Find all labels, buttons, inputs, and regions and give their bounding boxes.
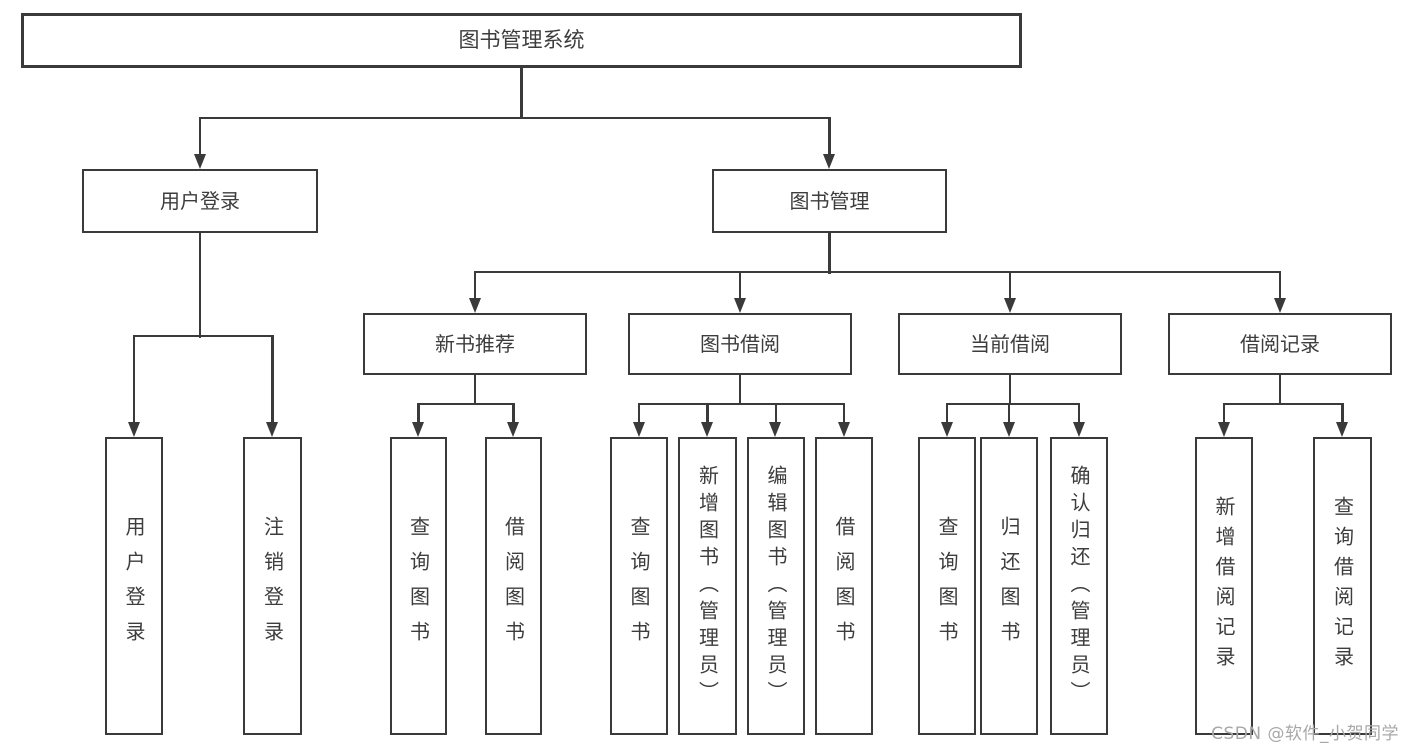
arrow-down-icon (468, 298, 481, 313)
leaf-return-book: 归还图书 (980, 437, 1038, 735)
arrow-stem (512, 402, 515, 424)
arrow-down-icon (412, 422, 424, 437)
leaf-logout: 注销登录 (243, 437, 302, 735)
connector-line (520, 67, 523, 119)
arrow-stem (132, 334, 136, 424)
leaf-query-books-borrow: 查询图书 (610, 437, 668, 735)
arrow-down-icon (1003, 298, 1016, 313)
connector-line (473, 270, 1282, 274)
arrow-stem (417, 402, 420, 424)
arrow-stem (828, 116, 831, 156)
arrow-stem (1077, 402, 1081, 424)
arrow-stem (1278, 270, 1282, 300)
leaf-query-books-newbook: 查询图书 (390, 437, 447, 735)
leaf-edit-book-admin: 编辑图书（管理员） (747, 437, 805, 735)
arrow-down-icon (837, 422, 850, 437)
leaf-borrow-books-newbook: 借阅图书 (485, 437, 542, 735)
node-user-login: 用户登录 (82, 169, 318, 233)
arrow-stem (198, 116, 202, 156)
arrow-stem (1222, 402, 1226, 424)
connector-line (738, 375, 742, 405)
arrow-down-icon (1336, 422, 1348, 437)
connector-line (198, 116, 832, 120)
connector-line (198, 233, 202, 338)
arrow-down-icon (1217, 422, 1230, 437)
arrow-down-icon (266, 422, 278, 437)
leaf-borrow-books-borrow: 借阅图书 (815, 437, 873, 735)
connector-line (473, 375, 477, 405)
leaf-add-borrow-record: 新增借阅记录 (1195, 437, 1253, 735)
connector-line (637, 402, 846, 406)
arrow-stem (1007, 402, 1011, 424)
leaf-query-books-current: 查询图书 (918, 437, 976, 735)
node-borrowing-records: 借阅记录 (1168, 313, 1392, 375)
connector-line (132, 334, 274, 338)
arrow-down-icon (1273, 298, 1286, 313)
watermark: CSDN @软件_小贺同学 (1211, 724, 1399, 744)
arrow-stem (473, 270, 477, 300)
node-book-borrowing: 图书借阅 (628, 313, 852, 375)
arrow-down-icon (701, 422, 713, 437)
arrow-stem (945, 402, 949, 424)
node-current-borrowing: 当前借阅 (898, 313, 1122, 375)
arrow-down-icon (127, 422, 140, 437)
arrow-down-icon (733, 298, 746, 313)
node-library-management-system: 图书管理系统 (21, 13, 1022, 68)
arrow-down-icon (823, 154, 835, 169)
arrow-down-icon (1072, 422, 1085, 437)
arrow-stem (738, 270, 742, 300)
arrow-stem (774, 402, 778, 424)
arrow-stem (637, 402, 641, 424)
arrow-down-icon (507, 422, 519, 437)
leaf-user-login: 用户登录 (105, 437, 163, 735)
arrow-stem (842, 402, 846, 424)
connector-line (417, 402, 515, 406)
arrow-stem (1341, 402, 1344, 424)
arrow-stem (1008, 270, 1012, 300)
arrow-stem (706, 402, 709, 424)
node-new-book-recommend: 新书推荐 (363, 313, 587, 375)
leaf-query-borrow-record: 查询借阅记录 (1313, 437, 1372, 735)
connector-line (1278, 375, 1282, 405)
node-book-management: 图书管理 (712, 169, 947, 233)
leaf-add-book-admin: 新增图书（管理员） (678, 437, 737, 735)
connector-line (828, 233, 831, 274)
arrow-down-icon (940, 422, 953, 437)
arrow-stem (271, 334, 274, 424)
arrow-down-icon (193, 154, 206, 169)
connector-line (945, 402, 1080, 406)
arrow-down-icon (632, 422, 645, 437)
connector-line (1008, 375, 1012, 405)
arrow-down-icon (1002, 422, 1015, 437)
leaf-confirm-return-admin: 确认归还（管理员） (1050, 437, 1108, 735)
connector-line (1222, 402, 1344, 406)
arrow-down-icon (769, 422, 782, 437)
